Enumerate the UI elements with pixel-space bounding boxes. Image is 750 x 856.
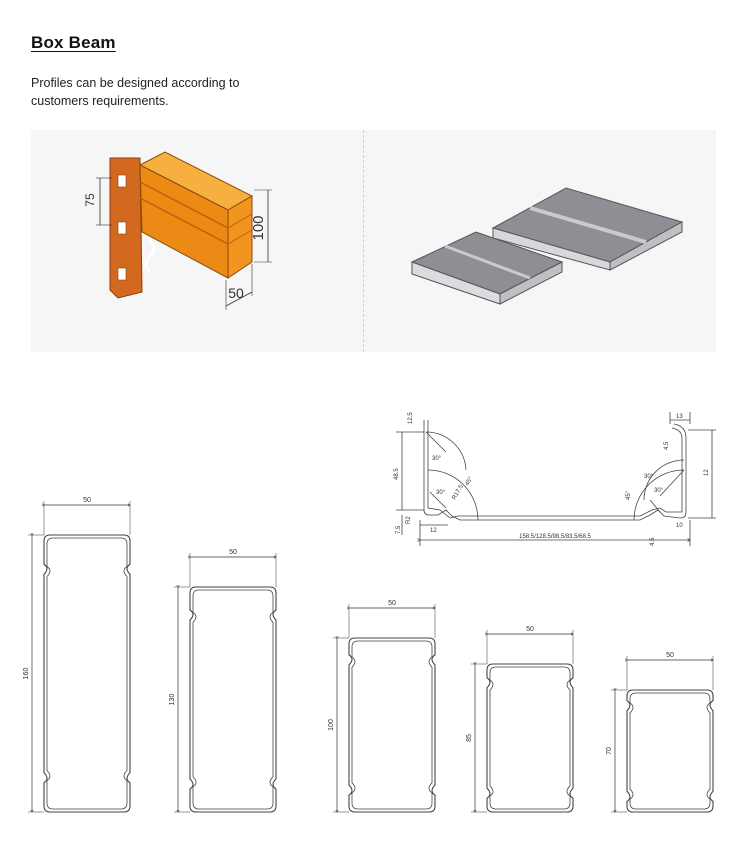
profile-inner-outline <box>46 537 128 810</box>
dim-left-bottom-offset: 7.5 <box>396 525 402 534</box>
dim-angle-1: 30° <box>432 456 442 462</box>
profile-width-label: 50 <box>666 652 674 659</box>
dim-angle-2: 30° <box>436 490 446 496</box>
dim-bottom-right: 4.5 <box>650 537 656 546</box>
panel-divider <box>363 130 364 352</box>
dim-left-height: 48.5 <box>394 468 400 480</box>
profile-section-5: 50 70 <box>606 652 714 813</box>
dim-left-radius: R2 <box>406 516 412 524</box>
profile-height-label: 85 <box>466 734 473 742</box>
profile-width-label: 50 <box>229 549 237 556</box>
description-line-1: Profiles can be designed according to <box>31 76 240 90</box>
cross-section-drawing <box>396 412 716 546</box>
profile-outline <box>189 586 277 813</box>
profile-width-label: 50 <box>83 497 91 504</box>
profile-height-label: 160 <box>23 668 30 680</box>
profile-section-1: 50 160 <box>23 497 131 813</box>
profile-outline <box>348 637 436 813</box>
dim-right-top: 13 <box>676 414 683 420</box>
dim-right-bottom: 10 <box>676 523 683 529</box>
description: Profiles can be designed according to cu… <box>31 74 291 110</box>
dim-right-angle-1: 30° <box>644 474 654 480</box>
dim-right-height: 12 <box>704 469 710 476</box>
profile-section-2: 50 130 <box>169 549 277 813</box>
profile-width-label: 50 <box>526 626 534 633</box>
profile-inner-outline <box>489 666 571 810</box>
dim-right-angle-3: 45° <box>626 490 632 500</box>
dim-beam-width: 50 <box>228 285 244 301</box>
profile-width-label: 50 <box>388 600 396 607</box>
profile-inner-outline <box>629 692 711 810</box>
dim-left-lip: 12 <box>430 528 437 534</box>
silver-beams-illustration <box>410 187 684 305</box>
dim-top-left-small: 12.5 <box>408 412 414 424</box>
profile-section-4: 50 85 <box>466 626 574 813</box>
profile-inner-outline <box>351 640 433 810</box>
dim-radius-1: R17.5 <box>452 484 466 501</box>
description-line-2: customers requirements. <box>31 94 169 108</box>
profile-section-3: 50 100 <box>328 600 436 813</box>
dim-bracket-height: 75 <box>83 193 97 207</box>
profile-height-label: 130 <box>169 694 176 706</box>
dim-angle-3: 45° <box>465 476 475 487</box>
profile-height-label: 70 <box>606 747 613 755</box>
profile-outline <box>486 663 574 813</box>
profile-outline <box>626 689 714 813</box>
dim-right-small: 4.5 <box>664 441 670 450</box>
profile-outline <box>43 534 131 813</box>
dim-beam-height: 100 <box>250 215 267 240</box>
profile-sections: 50 160 50 130 50 100 50 85 50 70 <box>23 497 714 813</box>
profile-inner-outline <box>192 589 274 810</box>
dim-bottom-length: 158.5/128.5/98.5/83.5/68.5 <box>519 534 591 540</box>
cross-section-labels: 12.5 48.5 7.5 R2 12 30° 30° 45° R17.5 13… <box>394 412 710 546</box>
orange-beam-illustration: 75 100 50 <box>83 151 272 310</box>
page-title: Box Beam <box>31 33 116 52</box>
profile-height-label: 100 <box>328 719 335 731</box>
dim-right-angle-2: 30° <box>654 488 664 494</box>
